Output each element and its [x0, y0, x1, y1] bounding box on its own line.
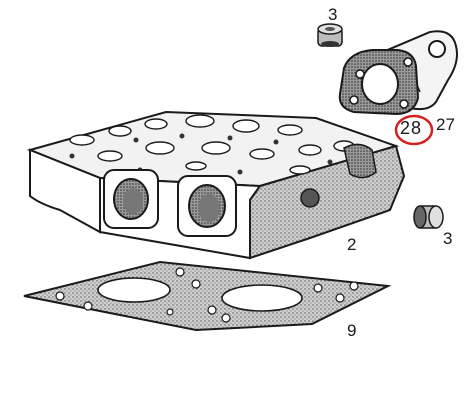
- flange-gasket: [338, 49, 420, 116]
- callout-3-top: 3: [328, 5, 338, 24]
- callout-3-right: 3: [443, 229, 453, 248]
- plug-top: [317, 23, 343, 47]
- plug-right: [413, 205, 444, 229]
- front-port-left: [103, 169, 159, 229]
- callout-2: 2: [347, 235, 357, 254]
- head-gasket: [23, 260, 392, 332]
- callout-28: 28: [400, 118, 423, 138]
- front-port-right: [177, 175, 237, 237]
- cylinder-head: [26, 110, 406, 260]
- callout-27: 27: [436, 115, 455, 134]
- callout-9: 9: [347, 321, 357, 340]
- highlight-circle: [394, 114, 434, 146]
